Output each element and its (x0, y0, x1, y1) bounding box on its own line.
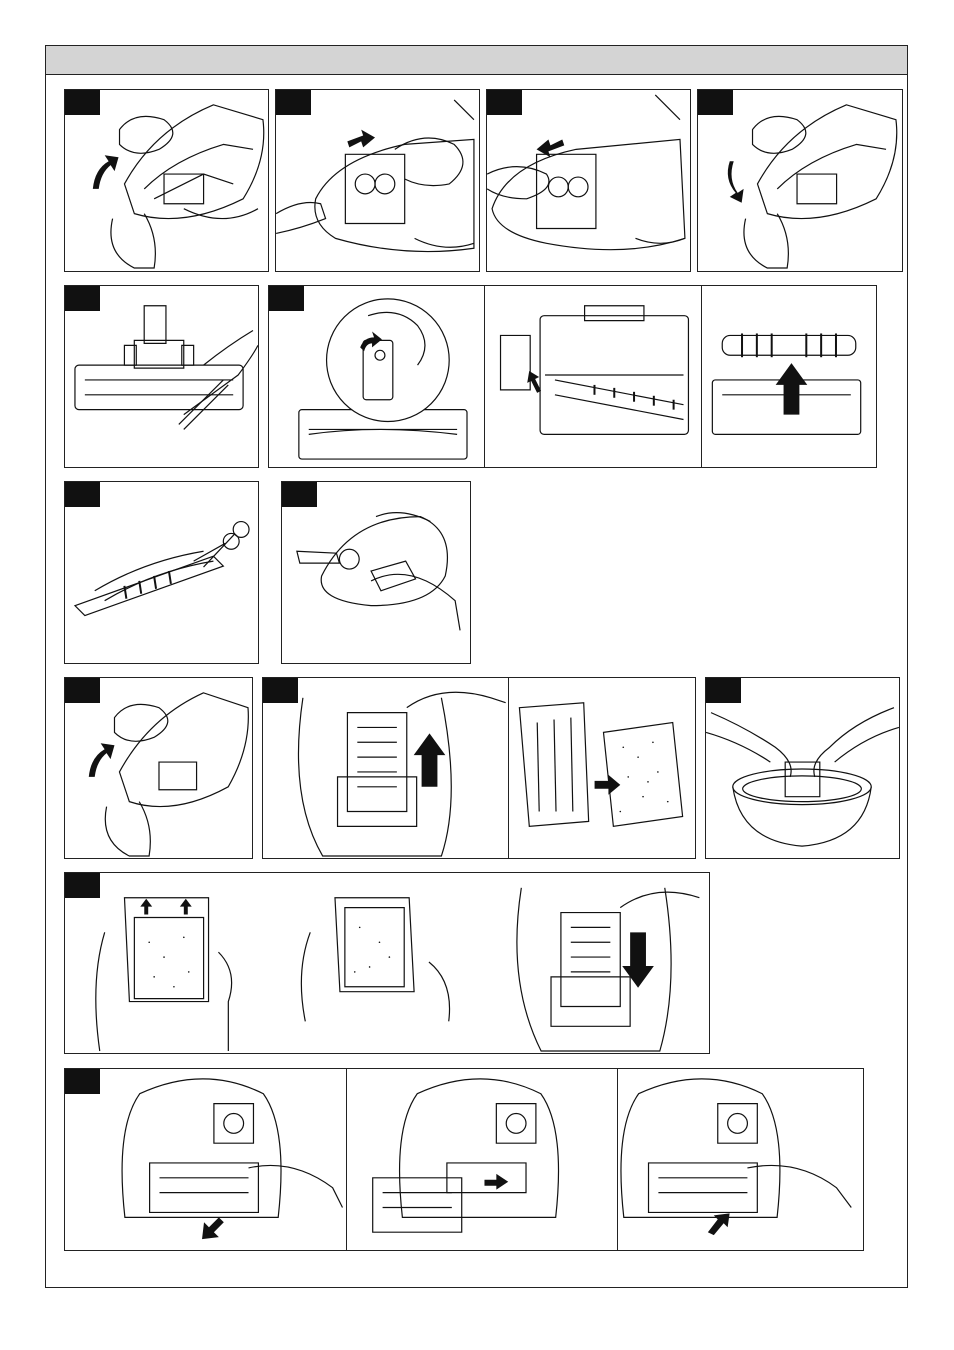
filter-fitting-illustration (65, 873, 270, 1053)
exhaust-filter-illustration (347, 1069, 617, 1250)
step-panel-8 (702, 285, 877, 468)
curved-arrow-up-icon (93, 155, 119, 189)
arrow-up-icon (414, 733, 446, 786)
step-panel-14 (705, 677, 900, 859)
filter-icon (335, 898, 414, 992)
step-panel-9 (64, 481, 259, 664)
step-panel-18 (64, 1068, 347, 1251)
vacuum-illustration (276, 90, 479, 271)
filter-removal-illustration (263, 678, 508, 858)
bowl-icon (733, 769, 871, 846)
arrow-right-icon (595, 775, 621, 795)
cloth-icon (371, 561, 416, 591)
step-panel-11 (64, 677, 253, 859)
section-header-bar (45, 45, 908, 75)
curved-arrow-down-icon (728, 161, 744, 203)
vacuum-illustration (698, 90, 902, 271)
step-panel-3 (486, 89, 691, 272)
filter-back-illustration (270, 873, 486, 1053)
brush-roll-illustration (485, 286, 701, 467)
arrow-up-icon (140, 899, 152, 915)
arrow-up-right-icon (708, 1213, 730, 1235)
arrow-down-left-icon (202, 1217, 224, 1239)
step-panel-6 (268, 285, 485, 468)
vacuum-illustration (487, 90, 690, 271)
curved-arrow-up-icon (89, 743, 115, 777)
filter-insert-illustration (486, 873, 709, 1053)
step-panel-20 (618, 1068, 864, 1251)
step-panel-13 (509, 677, 696, 859)
turbo-brush-illustration (65, 286, 258, 467)
brush-latch-illustration (269, 286, 484, 467)
vacuum-illustration (65, 678, 252, 858)
step-panel-16 (270, 872, 487, 1054)
step-panel-19 (347, 1068, 618, 1251)
brush-roll-cutting-illustration (65, 482, 258, 663)
step-panel-5 (64, 285, 259, 468)
exhaust-grille-refit-illustration (618, 1069, 863, 1250)
arrow-down-icon (622, 932, 654, 987)
step-panel-2 (275, 89, 480, 272)
filter-separation-illustration (509, 678, 695, 858)
arrow-right-icon (347, 130, 375, 148)
arrow-up-icon (180, 899, 192, 915)
vacuum-illustration (65, 90, 268, 271)
arrow-up-icon (776, 363, 808, 414)
arrow-right-icon (484, 1174, 508, 1190)
vacuum-wipe-illustration (282, 482, 470, 663)
step-panel-12 (262, 677, 509, 859)
exhaust-grille-illustration (65, 1069, 346, 1250)
filter-washing-illustration (706, 678, 899, 858)
step-panel-7 (485, 285, 702, 468)
step-panel-4 (697, 89, 903, 272)
brush-roll-lift-illustration (702, 286, 876, 467)
step-panel-17 (486, 872, 710, 1054)
step-panel-15 (64, 872, 271, 1054)
step-panel-10 (281, 481, 471, 664)
step-panel-1 (64, 89, 269, 272)
